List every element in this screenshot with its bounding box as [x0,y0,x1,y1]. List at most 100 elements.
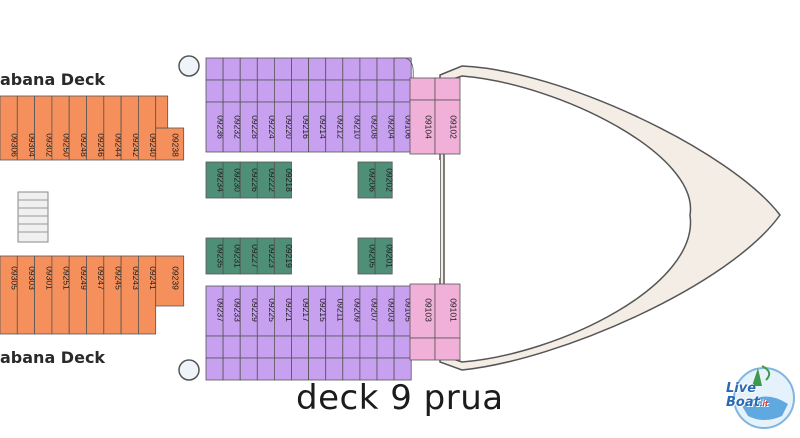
cabin-number: 09202 [385,168,395,192]
cabin-number: 09215 [318,298,328,322]
cabin-9102[interactable]: 09102 [434,99,461,155]
cabin-number: 09216 [301,115,311,139]
cabin-9205[interactable]: 09205 [357,237,378,275]
cabin-9104[interactable]: 09104 [409,99,436,155]
cabin-9233[interactable]: 09233 [222,285,243,337]
cabin-9301[interactable]: 09301 [34,255,55,335]
porthole-bottom [178,359,200,381]
cabin-number: 09245 [113,266,123,290]
cabin-9227[interactable]: 09227 [239,237,260,275]
cabin-9247[interactable]: 09247 [86,255,107,335]
cabin-9241[interactable]: 09241 [137,255,158,335]
cabin-9101[interactable]: 09101 [434,283,461,339]
cabin-9302[interactable]: 09302 [34,95,55,161]
cabin-9203[interactable]: 09203 [376,285,397,337]
cabin-9225[interactable]: 09225 [256,285,277,337]
cabin-number: 09228 [250,115,260,139]
cabin-number: 09241 [148,266,158,290]
cabin-9218[interactable]: 09218 [273,161,294,199]
cabin-9240[interactable]: 09240 [137,95,158,161]
cabin-number: 09306 [10,133,20,157]
cabin-number: 09239 [171,266,181,290]
cabin-9103[interactable]: 09103 [409,283,436,339]
cabin-number: 09211 [335,298,345,321]
cabin-9235[interactable]: 09235 [205,237,226,275]
cabin-number: 09205 [368,244,378,268]
cabin-9304[interactable]: 09304 [16,95,37,161]
cabin-9306[interactable]: 09306 [0,95,20,161]
cabin-number: 09236 [216,115,226,139]
cabin-number: 09229 [250,298,260,322]
cabin-number: 09244 [113,133,123,157]
cabin-9303[interactable]: 09303 [16,255,37,335]
cabin-9221[interactable]: 09221 [273,285,294,337]
cabin-9226[interactable]: 09226 [239,161,260,199]
cabin-9243[interactable]: 09243 [120,255,141,335]
cabin-number: 09243 [131,266,141,290]
cabin-number: 09246 [96,133,106,157]
cabin-9249[interactable]: 09249 [68,255,89,335]
cabin-9206[interactable]: 09206 [357,161,378,199]
cabin-9245[interactable]: 09245 [103,255,124,335]
cabin-9242[interactable]: 09242 [120,95,141,161]
cabin-9250[interactable]: 09250 [51,95,72,161]
cabin-number: 09222 [267,168,277,192]
cabin-number: 09240 [148,133,158,157]
cabin-9248[interactable]: 09248 [68,95,89,161]
cabin-9216[interactable]: 09216 [291,101,312,153]
cabin-9238[interactable]: 09238 [155,127,185,161]
purple-top-tiles [205,57,412,103]
cabin-9234[interactable]: 09234 [205,161,226,199]
cabin-number: 09212 [335,115,345,139]
cabana-deck-label-bottom: abana Deck [0,348,106,367]
cabin-9211[interactable]: 09211 [325,285,346,337]
cabin-9214[interactable]: 09214 [308,101,329,153]
cabin-number: 09248 [79,133,89,157]
cabana-deck-label-top: abana Deck [0,70,106,89]
cabin-number: 09226 [250,168,260,192]
cabin-number: 09227 [250,244,260,268]
cabin-number: 09305 [10,266,20,290]
cabin-9231[interactable]: 09231 [222,237,243,275]
cabin-9207[interactable]: 09207 [359,285,380,337]
cabin-9246[interactable]: 09246 [86,95,107,161]
cabin-9209[interactable]: 09209 [342,285,363,337]
cabin-9201[interactable]: 09201 [374,237,395,275]
cabin-9208[interactable]: 09208 [359,101,380,153]
cabin-9224[interactable]: 09224 [256,101,277,153]
cabin-9219[interactable]: 09219 [273,237,294,275]
cabin-9239[interactable]: 09239 [155,255,185,307]
cabin-number: 09206 [368,168,378,192]
cabin-number: 09304 [27,133,37,157]
cabin-number: 09218 [284,168,294,192]
cabin-number: 09106 [404,115,414,139]
cabin-9232[interactable]: 09232 [222,101,243,153]
cabin-9220[interactable]: 09220 [273,101,294,153]
cabin-number: 09101 [449,298,459,322]
cabin-number: 09224 [267,115,277,139]
cabin-9230[interactable]: 09230 [222,161,243,199]
cabin-number: 09302 [44,133,54,157]
cabin-number: 09207 [369,298,379,322]
cabin-9229[interactable]: 09229 [239,285,260,337]
cabin-9204[interactable]: 09204 [376,101,397,153]
liveboat-logo-icon [733,365,795,429]
cabin-9202[interactable]: 09202 [374,161,395,199]
cabin-9305[interactable]: 09305 [0,255,20,335]
cabin-9244[interactable]: 09244 [103,95,124,161]
cabin-9217[interactable]: 09217 [291,285,312,337]
cabin-9215[interactable]: 09215 [308,285,329,337]
cabin-9228[interactable]: 09228 [239,101,260,153]
cabin-9223[interactable]: 09223 [256,237,277,275]
cabin-9210[interactable]: 09210 [342,101,363,153]
cabin-9222[interactable]: 09222 [256,161,277,199]
cabin-number: 09104 [424,115,434,139]
logo-line2: Boat [726,395,760,410]
cabin-number: 09221 [284,298,294,322]
cabin-9212[interactable]: 09212 [325,101,346,153]
cabin-9237[interactable]: 09237 [205,285,226,337]
pink-bottom-tiles [409,337,461,361]
cabin-9251[interactable]: 09251 [51,255,72,335]
cabin-9236[interactable]: 09236 [205,101,226,153]
